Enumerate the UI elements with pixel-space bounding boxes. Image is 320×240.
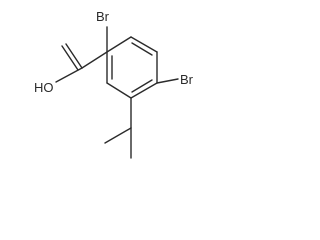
ring-bond-c2-c3 <box>106 82 132 99</box>
carbonyl-double-bond-b <box>61 45 79 71</box>
hydroxyl-label: HO <box>34 80 54 95</box>
chemical-structure-diagram: Br Br HO <box>34 9 194 159</box>
bromine-label-top: Br <box>96 9 110 24</box>
ring-double-bond-c3-c4 <box>131 79 153 93</box>
hydroxyl-bond <box>55 67 83 83</box>
ring-bond-c5-c6 <box>130 36 158 53</box>
ring-bond-c6-c1 <box>106 36 132 53</box>
bromine-label-right: Br <box>180 72 194 87</box>
benzene-ring <box>106 36 158 99</box>
ring-bond-c3-c4 <box>130 82 158 99</box>
carboxyl-group <box>55 43 108 83</box>
isopropyl-bond-methyl-left <box>104 127 132 144</box>
carboxyl-bond-ring <box>81 51 108 69</box>
bromine-bond-right <box>156 78 179 84</box>
carbonyl-double-bond-a <box>65 43 83 69</box>
ring-double-bond-c5-c6 <box>131 42 153 56</box>
isopropyl-group <box>104 97 132 159</box>
